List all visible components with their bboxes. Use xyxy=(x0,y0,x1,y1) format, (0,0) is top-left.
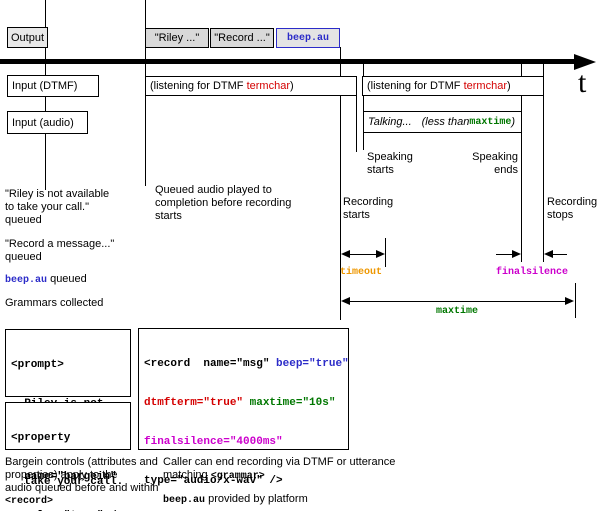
record-queued-note: "Record a message..." queued xyxy=(5,238,115,263)
listening-text: (listening for DTMF termchar) xyxy=(367,80,511,92)
maxtime-keyword: maxtime xyxy=(469,116,512,128)
grammar-tag: <grammar> xyxy=(210,471,265,482)
timeout-arrow xyxy=(344,254,382,255)
termchar-keyword: termchar xyxy=(463,80,507,92)
lane-input-dtmf-box: Input (DTMF) xyxy=(7,75,99,97)
finalsilence-right-arrow xyxy=(552,254,567,255)
event-line-recording-start xyxy=(340,47,341,320)
termchar-keyword: termchar xyxy=(246,80,290,92)
tick-timeout-end xyxy=(385,238,386,267)
prompt-code-box: <prompt> Riley is not available to take … xyxy=(5,329,131,488)
bargein-note: Bargein controls (attributes and propert… xyxy=(5,456,159,507)
riley-queued-note: "Riley is not available to take your cal… xyxy=(5,188,110,226)
lane-output-box: Output xyxy=(7,27,48,48)
listening-text: (listening for DTMF termchar) xyxy=(150,80,294,92)
timeout-label: timeout xyxy=(340,267,383,278)
talking-paren-close: ) xyxy=(511,116,516,128)
time-axis-arrowhead-icon xyxy=(574,54,596,70)
caller-note: Caller can end recording via DTMF or utt… xyxy=(163,456,396,482)
maxtime-label: maxtime xyxy=(436,306,479,317)
beep-filename: beep.au xyxy=(5,275,48,286)
tick-maxtime-end xyxy=(575,283,576,318)
timeout-arrow-right-head-icon xyxy=(376,250,385,258)
listening-box-playback: (listening for DTMF termchar) xyxy=(145,76,357,96)
queued-audio-beep-label: beep.au xyxy=(286,32,329,44)
platform-note: beep.au provided by platform xyxy=(163,493,308,506)
property-code-box: <property name="bargein" value="true" /> xyxy=(5,402,131,511)
maxtime-arrow xyxy=(344,301,572,302)
record-tag: <record> xyxy=(5,496,54,507)
queued-audio-riley-box: "Riley ..." xyxy=(145,28,209,48)
time-axis xyxy=(0,59,576,64)
listening-box-recording: (listening for DTMF termchar) xyxy=(362,76,544,96)
maxtime-arrow-right-head-icon xyxy=(565,297,574,305)
beep-queued-note: beep.au queued xyxy=(5,273,87,286)
event-line-beep-end xyxy=(356,93,357,152)
time-axis-label: t xyxy=(578,66,587,99)
lane-input-audio-box: Input (audio) xyxy=(7,111,88,134)
finalsilence-left-arrow xyxy=(496,254,514,255)
finalsilence-label: finalsilence xyxy=(496,267,569,278)
queued-audio-record-label: "Record ..." xyxy=(214,32,270,44)
lane-output-label: Output xyxy=(10,31,45,44)
event-line-speaking-start xyxy=(363,64,364,150)
lane-input-dtmf-label: Input (DTMF) xyxy=(12,80,78,92)
finalsilence-left-arrow-head-icon xyxy=(512,250,521,258)
talking-box: Talking... (less than maxtime ) xyxy=(363,111,522,133)
event-line-recording-stop xyxy=(543,64,544,262)
grammars-note: Grammars collected xyxy=(5,297,104,309)
timeout-arrow-left-head-icon xyxy=(341,250,350,258)
finalsilence-right-arrow-head-icon xyxy=(544,250,553,258)
lane-input-audio-label: Input (audio) xyxy=(12,116,74,129)
maxtime-arrow-left-head-icon xyxy=(341,297,350,305)
talking-paren-open: (less than xyxy=(421,116,470,128)
event-line-speaking-end xyxy=(521,64,522,262)
queued-audio-record-box: "Record ..." xyxy=(210,28,274,48)
queued-audio-riley-label: "Riley ..." xyxy=(154,32,200,44)
record-code-box: <record name="msg" beep="true" dtmfterm=… xyxy=(138,328,349,487)
beep-filename: beep.au xyxy=(163,495,206,506)
talking-label: Talking... xyxy=(368,116,412,128)
queued-audio-beep-box: beep.au xyxy=(276,28,340,48)
